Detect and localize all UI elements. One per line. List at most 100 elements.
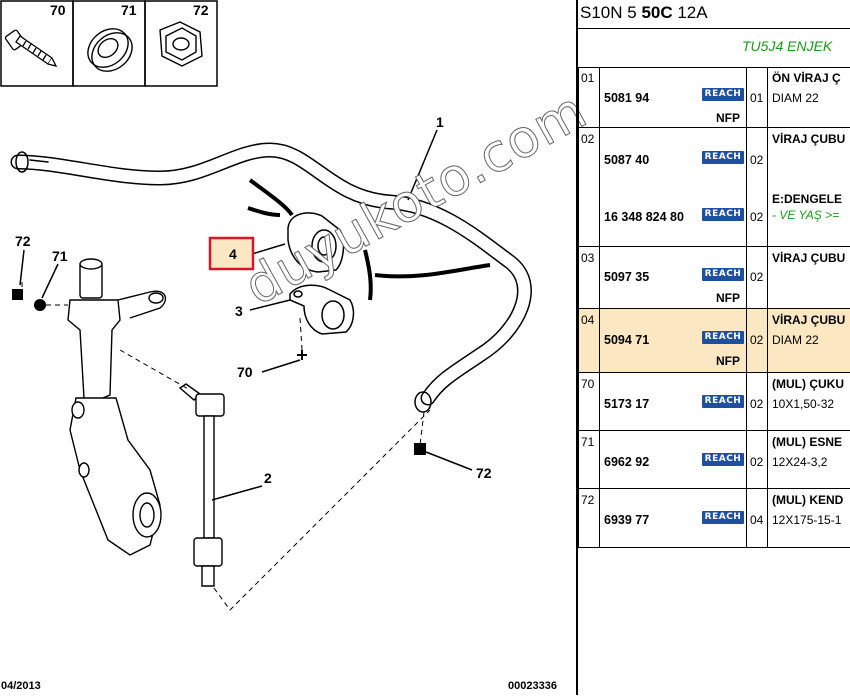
nfp-flag: NFP <box>716 354 740 368</box>
col-qty <box>747 247 768 308</box>
col-qty <box>747 309 768 372</box>
table-row-selected[interactable]: 04 5094 71 REACH 02 NFP VİRAJ ÇUBU DIAM … <box>578 309 850 373</box>
row-index: 72 <box>581 493 595 507</box>
callout-4[interactable]: 4 <box>229 246 237 262</box>
col-ref <box>600 247 747 308</box>
row-index: 02 <box>581 132 595 146</box>
col-index <box>578 67 600 127</box>
table-row[interactable]: 02 5087 40 REACH 02 16 348 824 80 REACH … <box>578 128 850 247</box>
thumb-label-71: 71 <box>121 2 137 18</box>
part-ref-alt[interactable]: 16 348 824 80 <box>604 210 684 224</box>
nfp-flag: NFP <box>716 291 740 305</box>
quantity: 04 <box>750 513 764 527</box>
title-prefix: S10N 5 <box>580 3 642 22</box>
quantity: 01 <box>750 91 764 105</box>
callout-72-right[interactable]: 72 <box>476 465 492 481</box>
col-index <box>578 489 600 547</box>
col-index <box>578 247 600 308</box>
part-ref[interactable]: 6939 77 <box>604 513 650 527</box>
engine-label: TU5J4 ENJEK <box>742 38 833 54</box>
callout-71[interactable]: 71 <box>52 248 68 264</box>
row-index: 01 <box>581 71 595 85</box>
strut-knuckle[interactable] <box>67 258 167 556</box>
quantity: 02 <box>750 270 764 284</box>
reach-badge: REACH <box>702 208 744 221</box>
assembly-dash-lines <box>21 282 431 611</box>
engine-header: TU5J4 ENJEK <box>578 28 850 68</box>
col-qty <box>747 431 768 488</box>
part-name: (MUL) ÇUKU <box>772 377 844 391</box>
nfp-flag: NFP <box>716 111 740 125</box>
stabilizer-bar[interactable] <box>10 142 532 413</box>
part-ref[interactable]: 6962 92 <box>604 455 650 469</box>
col-ref <box>600 431 747 488</box>
table-row[interactable]: 03 5097 35 REACH 02 NFP VİRAJ ÇUBU <box>578 247 850 309</box>
panel-divider <box>576 0 578 695</box>
part-spec: DIAM 22 <box>772 333 819 347</box>
part-spec: 12X175-15-1 <box>772 513 842 527</box>
thumb-label-72: 72 <box>193 2 209 18</box>
callout-70[interactable]: 70 <box>237 364 253 380</box>
diagram-drawing <box>0 0 532 611</box>
row-index: 03 <box>581 251 595 265</box>
col-qty <box>747 373 768 430</box>
col-index <box>578 431 600 488</box>
table-row[interactable]: 70 5173 17 REACH 02 (MUL) ÇUKU 10X1,50-3… <box>578 373 850 431</box>
clamp-shield-arcs <box>247 178 491 301</box>
col-index <box>578 128 600 246</box>
col-index <box>578 309 600 372</box>
nut-icon[interactable] <box>159 21 203 67</box>
row-index: 71 <box>581 435 595 449</box>
col-ref <box>600 67 747 127</box>
part-ref[interactable]: 5081 94 <box>604 91 650 105</box>
part-spec: 10X1,50-32 <box>772 397 835 411</box>
part-condition: E:DENGELE <box>772 192 843 206</box>
bolt-icon[interactable] <box>4 29 58 67</box>
table-row[interactable]: 71 6962 92 REACH 02 (MUL) ESNE 12X24-3,2 <box>578 431 850 489</box>
part-condition-note: - VE YAŞ >= <box>772 208 840 222</box>
col-qty <box>747 489 768 547</box>
part-ref[interactable]: 5087 40 <box>604 153 650 167</box>
reach-badge: REACH <box>702 88 744 101</box>
thumbnail-boxes <box>0 0 218 87</box>
reach-badge: REACH <box>702 151 744 164</box>
callout-1[interactable]: 1 <box>436 114 444 130</box>
part-ref[interactable]: 5094 71 <box>604 333 650 347</box>
part-name: (MUL) KEND <box>772 493 844 507</box>
part-name: ÖN VİRAJ Ç <box>772 71 841 85</box>
part-name: VİRAJ ÇUBU <box>772 132 846 146</box>
col-qty <box>747 128 768 246</box>
col-index <box>578 373 600 430</box>
link-rod-part-2[interactable] <box>178 383 225 587</box>
row-index: 04 <box>581 313 595 327</box>
part-ref[interactable]: 5173 17 <box>604 397 650 411</box>
callout-3[interactable]: 3 <box>235 303 243 319</box>
col-ref <box>600 309 747 372</box>
row-index: 70 <box>581 377 595 391</box>
col-ref <box>600 373 747 430</box>
parts-diagram: 70 71 72 1 4 3 70 2 72 72 71 duyukoto.co… <box>0 0 598 692</box>
quantity: 02 <box>750 455 764 469</box>
table-row[interactable]: 01 5081 94 REACH 01 NFP ÖN VİRAJ Ç DIAM … <box>578 67 850 128</box>
bushing-part-4[interactable] <box>287 212 345 273</box>
col-ref <box>600 489 747 547</box>
part-name: VİRAJ ÇUBU <box>772 251 846 265</box>
part-ref[interactable]: 5097 35 <box>604 270 650 284</box>
fastener-markers <box>12 289 426 455</box>
callout-2[interactable]: 2 <box>264 470 272 486</box>
quantity: 02 <box>750 153 764 167</box>
part-spec: 12X24-3,2 <box>772 455 828 469</box>
title-suffix: 12A <box>672 3 708 22</box>
quantity-alt: 02 <box>750 210 764 224</box>
reach-badge: REACH <box>702 395 744 408</box>
thumb-label-70: 70 <box>50 2 66 18</box>
page-title: S10N 5 50C 12A <box>580 0 850 28</box>
clamp-part-3[interactable] <box>289 284 355 335</box>
part-name: (MUL) ESNE <box>772 435 842 449</box>
reach-badge: REACH <box>702 453 744 466</box>
callout-72-left[interactable]: 72 <box>15 233 31 249</box>
washer-icon[interactable] <box>80 21 140 79</box>
table-row[interactable]: 72 6939 77 REACH 04 (MUL) KEND 12X175-15… <box>578 489 850 548</box>
quantity: 02 <box>750 397 764 411</box>
col-ref <box>600 128 747 246</box>
